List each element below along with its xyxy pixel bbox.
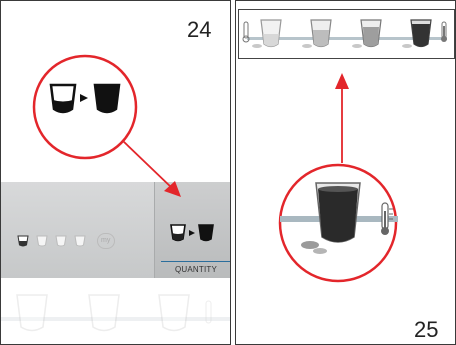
cup-temperature-strip [238,9,455,59]
cup-temp-2 [311,20,331,47]
large-coffee-cup-icon [316,183,360,242]
cup-temp-1 [261,20,281,47]
callout-circle [272,161,412,285]
faded-cups-strip [1,287,231,345]
callout-arrow-up [332,73,352,163]
manual-page-left: 24 QUANTITY my [0,0,231,345]
quantity-underline [161,261,231,262]
callout-arrow [119,139,189,201]
thermometer-hot-icon [441,22,447,42]
quantity-label: QUANTITY [175,265,217,274]
control-panel-display: QUANTITY my [1,182,231,278]
my-button[interactable]: my [97,233,115,249]
page-number: 24 [187,17,211,43]
cup-size-icons [17,234,93,248]
cup-to-cup-small-icon [169,222,217,244]
page-number: 25 [414,317,438,343]
manual-page-right: 25 [235,0,456,345]
cup-temp-3 [361,20,381,47]
my-label: my [101,237,110,244]
cup-to-cup-quantity-icon [47,81,127,117]
cup-temp-4 [411,20,431,47]
